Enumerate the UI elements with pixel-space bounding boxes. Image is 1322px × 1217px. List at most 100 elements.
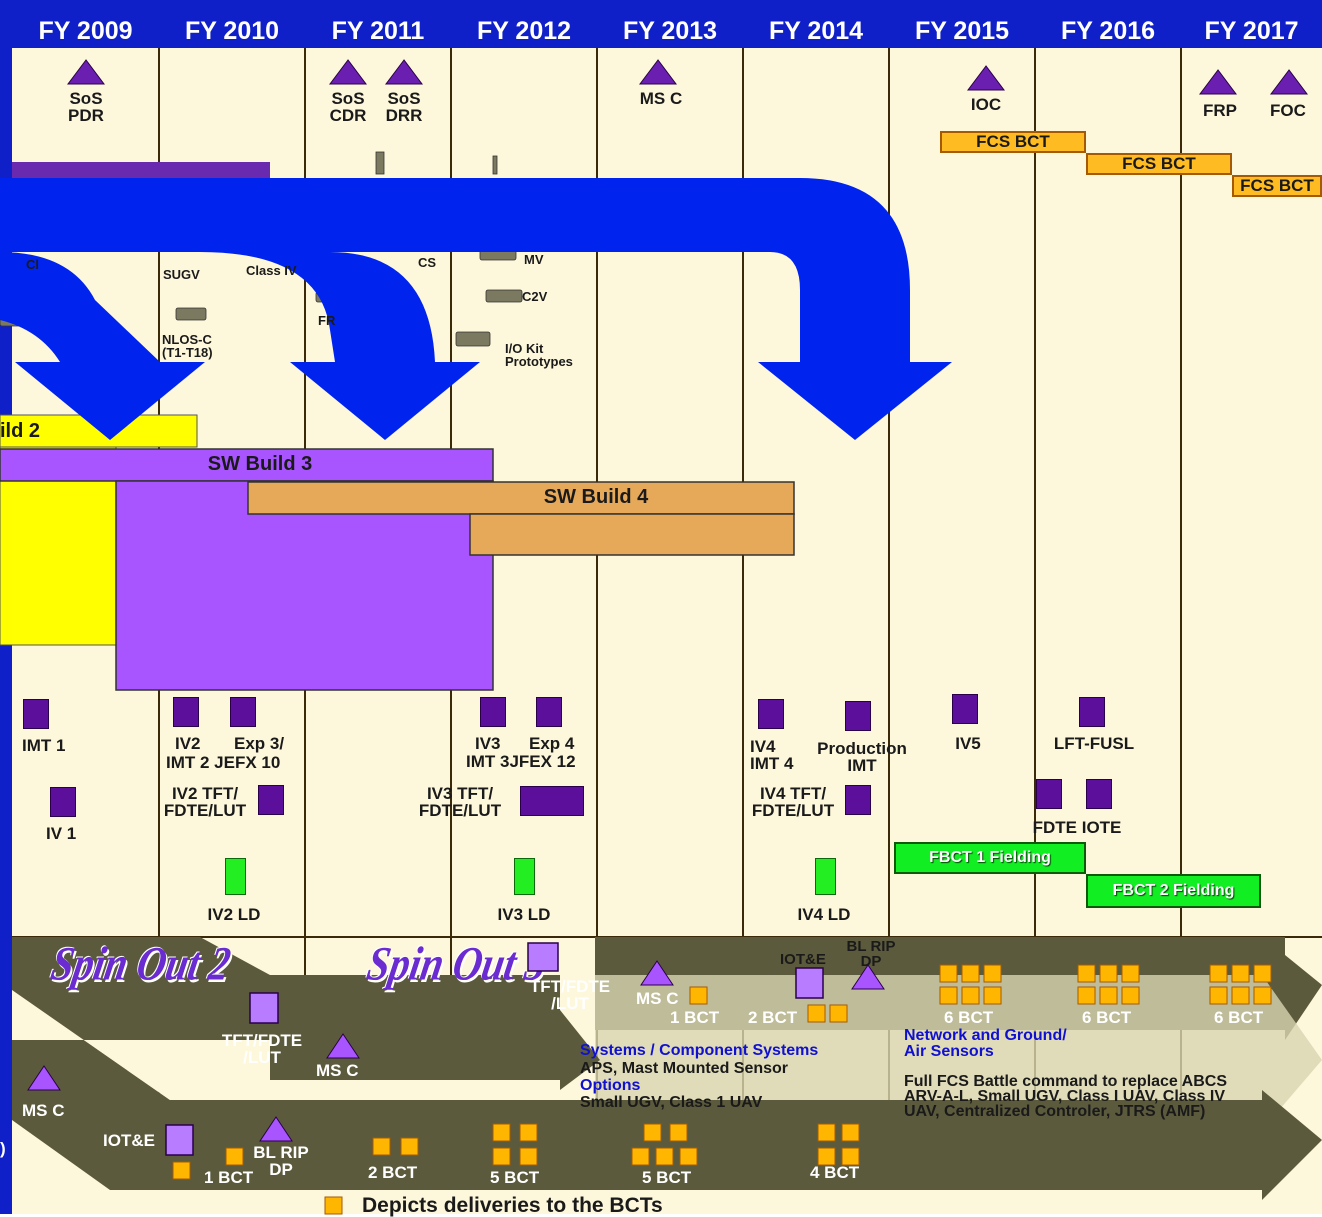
- lane-bottom: [12, 990, 1322, 1200]
- event-iv2: IV2: [175, 734, 201, 753]
- year-header-2009: FY 2009: [38, 17, 133, 45]
- event-fdte-box: [1036, 779, 1062, 809]
- iv4-ld-label: IV4 LD: [797, 905, 851, 924]
- event-imt2: IMT 2 JEFX 10: [166, 753, 281, 772]
- event-iv4-tft-box: [845, 785, 871, 815]
- bct-bottom-3: 5 BCT: [490, 1168, 540, 1187]
- bct-top-1: 1 BCT: [670, 1008, 720, 1027]
- year-header-2015: FY 2015: [914, 17, 1010, 45]
- proto-io-kit: I/O Kit Prototypes: [505, 341, 573, 369]
- year-header-2010: FY 2010: [184, 17, 280, 45]
- event-imt3: IMT 3JFEX 12: [466, 752, 576, 771]
- milestone-ioc: IOC: [970, 95, 1002, 114]
- systems-component-label: Systems / Component Systems: [580, 1042, 819, 1059]
- event-iv4-tft: IV4 TFT/ FDTE/LUT: [751, 784, 835, 820]
- fbct-2-fielding: FBCT 2 Fielding: [1086, 874, 1261, 908]
- tft-fdte-lut-spin3: TFT/FDTE /LUT: [529, 977, 611, 1013]
- bct-top-4: 6 BCT: [1082, 1008, 1132, 1027]
- milestone-ms-c: MS C: [639, 89, 683, 108]
- event-iv3-tft: IV3 TFT/ FDTE/LUT: [418, 784, 502, 820]
- iv4-ld-marker: [815, 858, 836, 895]
- year-header-2011: FY 2011: [331, 17, 425, 45]
- event-lft-fusl: LFT-FUSL: [1053, 734, 1135, 753]
- options-label: Options: [580, 1077, 641, 1094]
- event-exp4-box: [536, 697, 562, 727]
- lane-wedge: [595, 975, 1322, 1130]
- fbct-1-fielding: FBCT 1 Fielding: [894, 842, 1086, 874]
- proto-c2v: C2V: [522, 289, 548, 304]
- iv3-ld-marker: [514, 858, 535, 895]
- ms-c-spin3: MS C: [636, 989, 679, 1008]
- event-iv1-box: [50, 787, 76, 817]
- top-band: [0, 0, 1322, 14]
- ms-c-spin2: MS C: [316, 1061, 359, 1080]
- iote-upper: IOT&E: [780, 951, 826, 968]
- fcs-bct-bar-3: FCS BCT: [1232, 175, 1322, 197]
- event-iote-box: [1086, 779, 1112, 809]
- bct-top-5: 6 BCT: [1214, 1008, 1264, 1027]
- legend-text: Depicts deliveries to the BCTs: [362, 1194, 663, 1217]
- network-sensors-label: Network and Ground/ Air Sensors: [904, 1027, 1067, 1060]
- bct-top-2: 2 BCT: [748, 1008, 798, 1027]
- iote-lower: IOT&E: [103, 1131, 155, 1150]
- event-exp4: Exp 4: [529, 734, 575, 753]
- event-fdte-iote: FDTE IOTE: [1032, 818, 1122, 837]
- bct-bottom-5: 4 BCT: [810, 1163, 860, 1182]
- bl-rip-dp-upper: BL RIP DP: [846, 938, 896, 970]
- bl-rip-dp-lower: BL RIP DP: [253, 1143, 309, 1179]
- event-exp3: Exp 3/: [234, 734, 285, 753]
- year-header-2017: FY 2017: [1204, 17, 1299, 45]
- sw-build-3-label: SW Build 3: [207, 453, 313, 475]
- small-ugv-label: Small UGV, Class 1 UAV: [580, 1094, 763, 1111]
- proto-cl: Cl: [26, 257, 39, 272]
- milestone-foc: FOC: [1270, 101, 1306, 120]
- event-exp3-box: [230, 697, 256, 727]
- fcs-bct-bar-1: FCS BCT: [940, 131, 1086, 153]
- proto-mv: MV: [524, 252, 544, 267]
- sw-build-4-block: [469, 513, 795, 556]
- bct-top-3: 6 BCT: [944, 1008, 994, 1027]
- milestone-triangles: [67, 59, 1308, 95]
- iv2-ld-label: IV2 LD: [207, 905, 261, 924]
- year-header-2014: FY 2014: [768, 17, 864, 45]
- blue-arrows: [0, 178, 952, 440]
- proto-fr: FR: [318, 313, 336, 328]
- year-header-band: [12, 14, 1322, 48]
- bct-bottom-2: 2 BCT: [368, 1163, 418, 1182]
- sw-build-3-block: [115, 480, 494, 691]
- event-imt1-box: [23, 699, 49, 729]
- event-imt1: IMT 1: [22, 736, 66, 755]
- aps-label: APS, Mast Mounted Sensor: [580, 1060, 789, 1077]
- event-prod-imt: Production IMT: [817, 739, 907, 775]
- proto-nlos-c: NLOS-C (T1-T18): [162, 332, 213, 360]
- full-fcs-label: Full FCS Battle command to replace ABCS …: [904, 1073, 1228, 1121]
- iv3-ld-label: IV3 LD: [497, 905, 551, 924]
- event-iv5: IV5: [955, 734, 981, 753]
- bct-bottom-4: 5 BCT: [642, 1168, 692, 1187]
- bct-bottom-1: 1 BCT: [204, 1168, 254, 1187]
- event-iv4-box: [758, 699, 784, 729]
- iv2-ld-marker: [225, 858, 246, 895]
- event-prod-imt-box: [845, 701, 871, 731]
- event-iv5-box: [952, 694, 978, 724]
- sw-build-4-label: SW Build 4: [543, 486, 649, 508]
- event-iv2-tft-box: [258, 785, 284, 815]
- milestone-sos-pdr: SoS PDR: [68, 89, 104, 125]
- event-iv3: IV3: [475, 734, 501, 753]
- ms-c-bottom: MS C: [22, 1101, 65, 1120]
- event-iv4: IV4 IMT 4: [750, 737, 794, 773]
- year-header-2012: FY 2012: [476, 17, 572, 45]
- proto-sugv: SUGV: [163, 267, 200, 282]
- tft-fdte-lut-spin2: TFT/FDTE /LUT: [221, 1031, 303, 1067]
- milestone-frp: FRP: [1203, 101, 1237, 120]
- proto-cs: CS: [418, 255, 437, 270]
- lane-spin2: [12, 937, 600, 1090]
- event-iv3-box: [480, 697, 506, 727]
- milestone-sos-cdr: SoS CDR: [329, 89, 367, 125]
- fcs-bct-bar-2: FCS BCT: [1086, 153, 1232, 175]
- left-edge-paren: ): [0, 1139, 6, 1158]
- sw-build-2-label: ild 2: [0, 420, 41, 442]
